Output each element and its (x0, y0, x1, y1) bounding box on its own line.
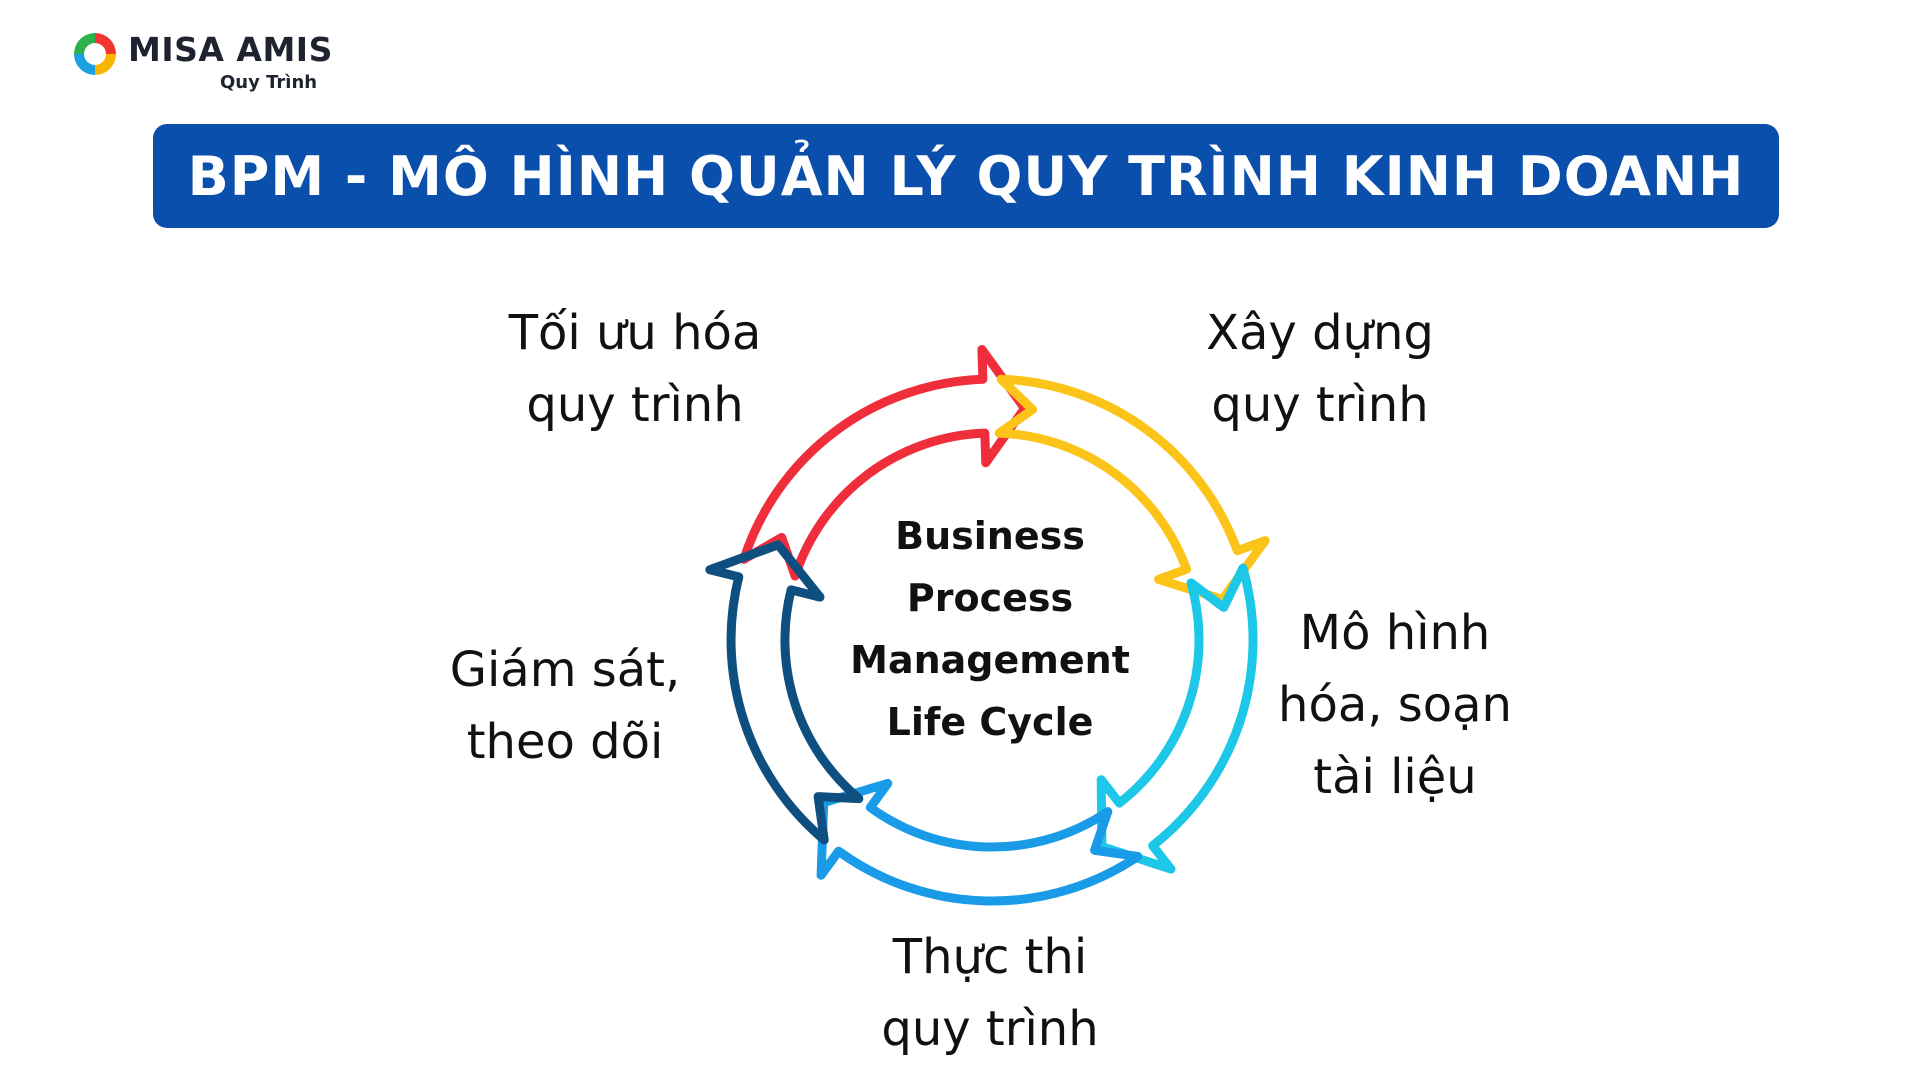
arrow-execute (816, 778, 1143, 906)
center-line: Process (906, 576, 1074, 620)
stage-line: tài liệu (1313, 749, 1477, 805)
stage-label-execute: Thực thi quy trình (820, 921, 1160, 1065)
center-line: Life Cycle (886, 700, 1094, 744)
center-line: Business (895, 514, 1085, 558)
cycle-center-label: Business Process Management Life Cycle (810, 505, 1170, 753)
center-line: Management (850, 638, 1130, 682)
logo-subtitle: Quy Trình (220, 72, 318, 93)
arrow-monitor (705, 540, 864, 845)
stage-line: Thực thi (892, 929, 1088, 985)
arrow-build (994, 374, 1270, 604)
stage-line: theo dõi (466, 714, 664, 770)
stage-label-model: Mô hình hóa, soạn tài liệu (1235, 597, 1555, 813)
page-title: BPM - MÔ HÌNH QUẢN LÝ QUY TRÌNH KINH DOA… (187, 144, 1745, 208)
stage-line: quy trình (1211, 377, 1429, 433)
stage-label-monitor: Giám sát, theo dõi (410, 634, 720, 778)
logo-brand-text: MISA AMIS (128, 30, 333, 69)
stage-line: Tối ưu hóa (508, 305, 762, 361)
stage-line: quy trình (526, 377, 744, 433)
stage-label-build: Xây dựng quy trình (1150, 297, 1490, 441)
logo-swirl-icon (74, 33, 116, 75)
arrow-optimize (739, 345, 1030, 581)
stage-line: Mô hình (1299, 605, 1491, 661)
misa-amis-logo: MISA AMIS Quy Trình (70, 26, 333, 96)
stage-line: Xây dựng (1206, 305, 1434, 361)
arrow-model (1096, 563, 1258, 874)
stage-line: quy trình (881, 1001, 1099, 1057)
stage-line: hóa, soạn (1278, 677, 1512, 733)
stage-line: Giám sát, (449, 642, 681, 698)
title-banner: BPM - MÔ HÌNH QUẢN LÝ QUY TRÌNH KINH DOA… (153, 124, 1779, 228)
stage-label-optimize: Tối ưu hóa quy trình (455, 297, 815, 441)
